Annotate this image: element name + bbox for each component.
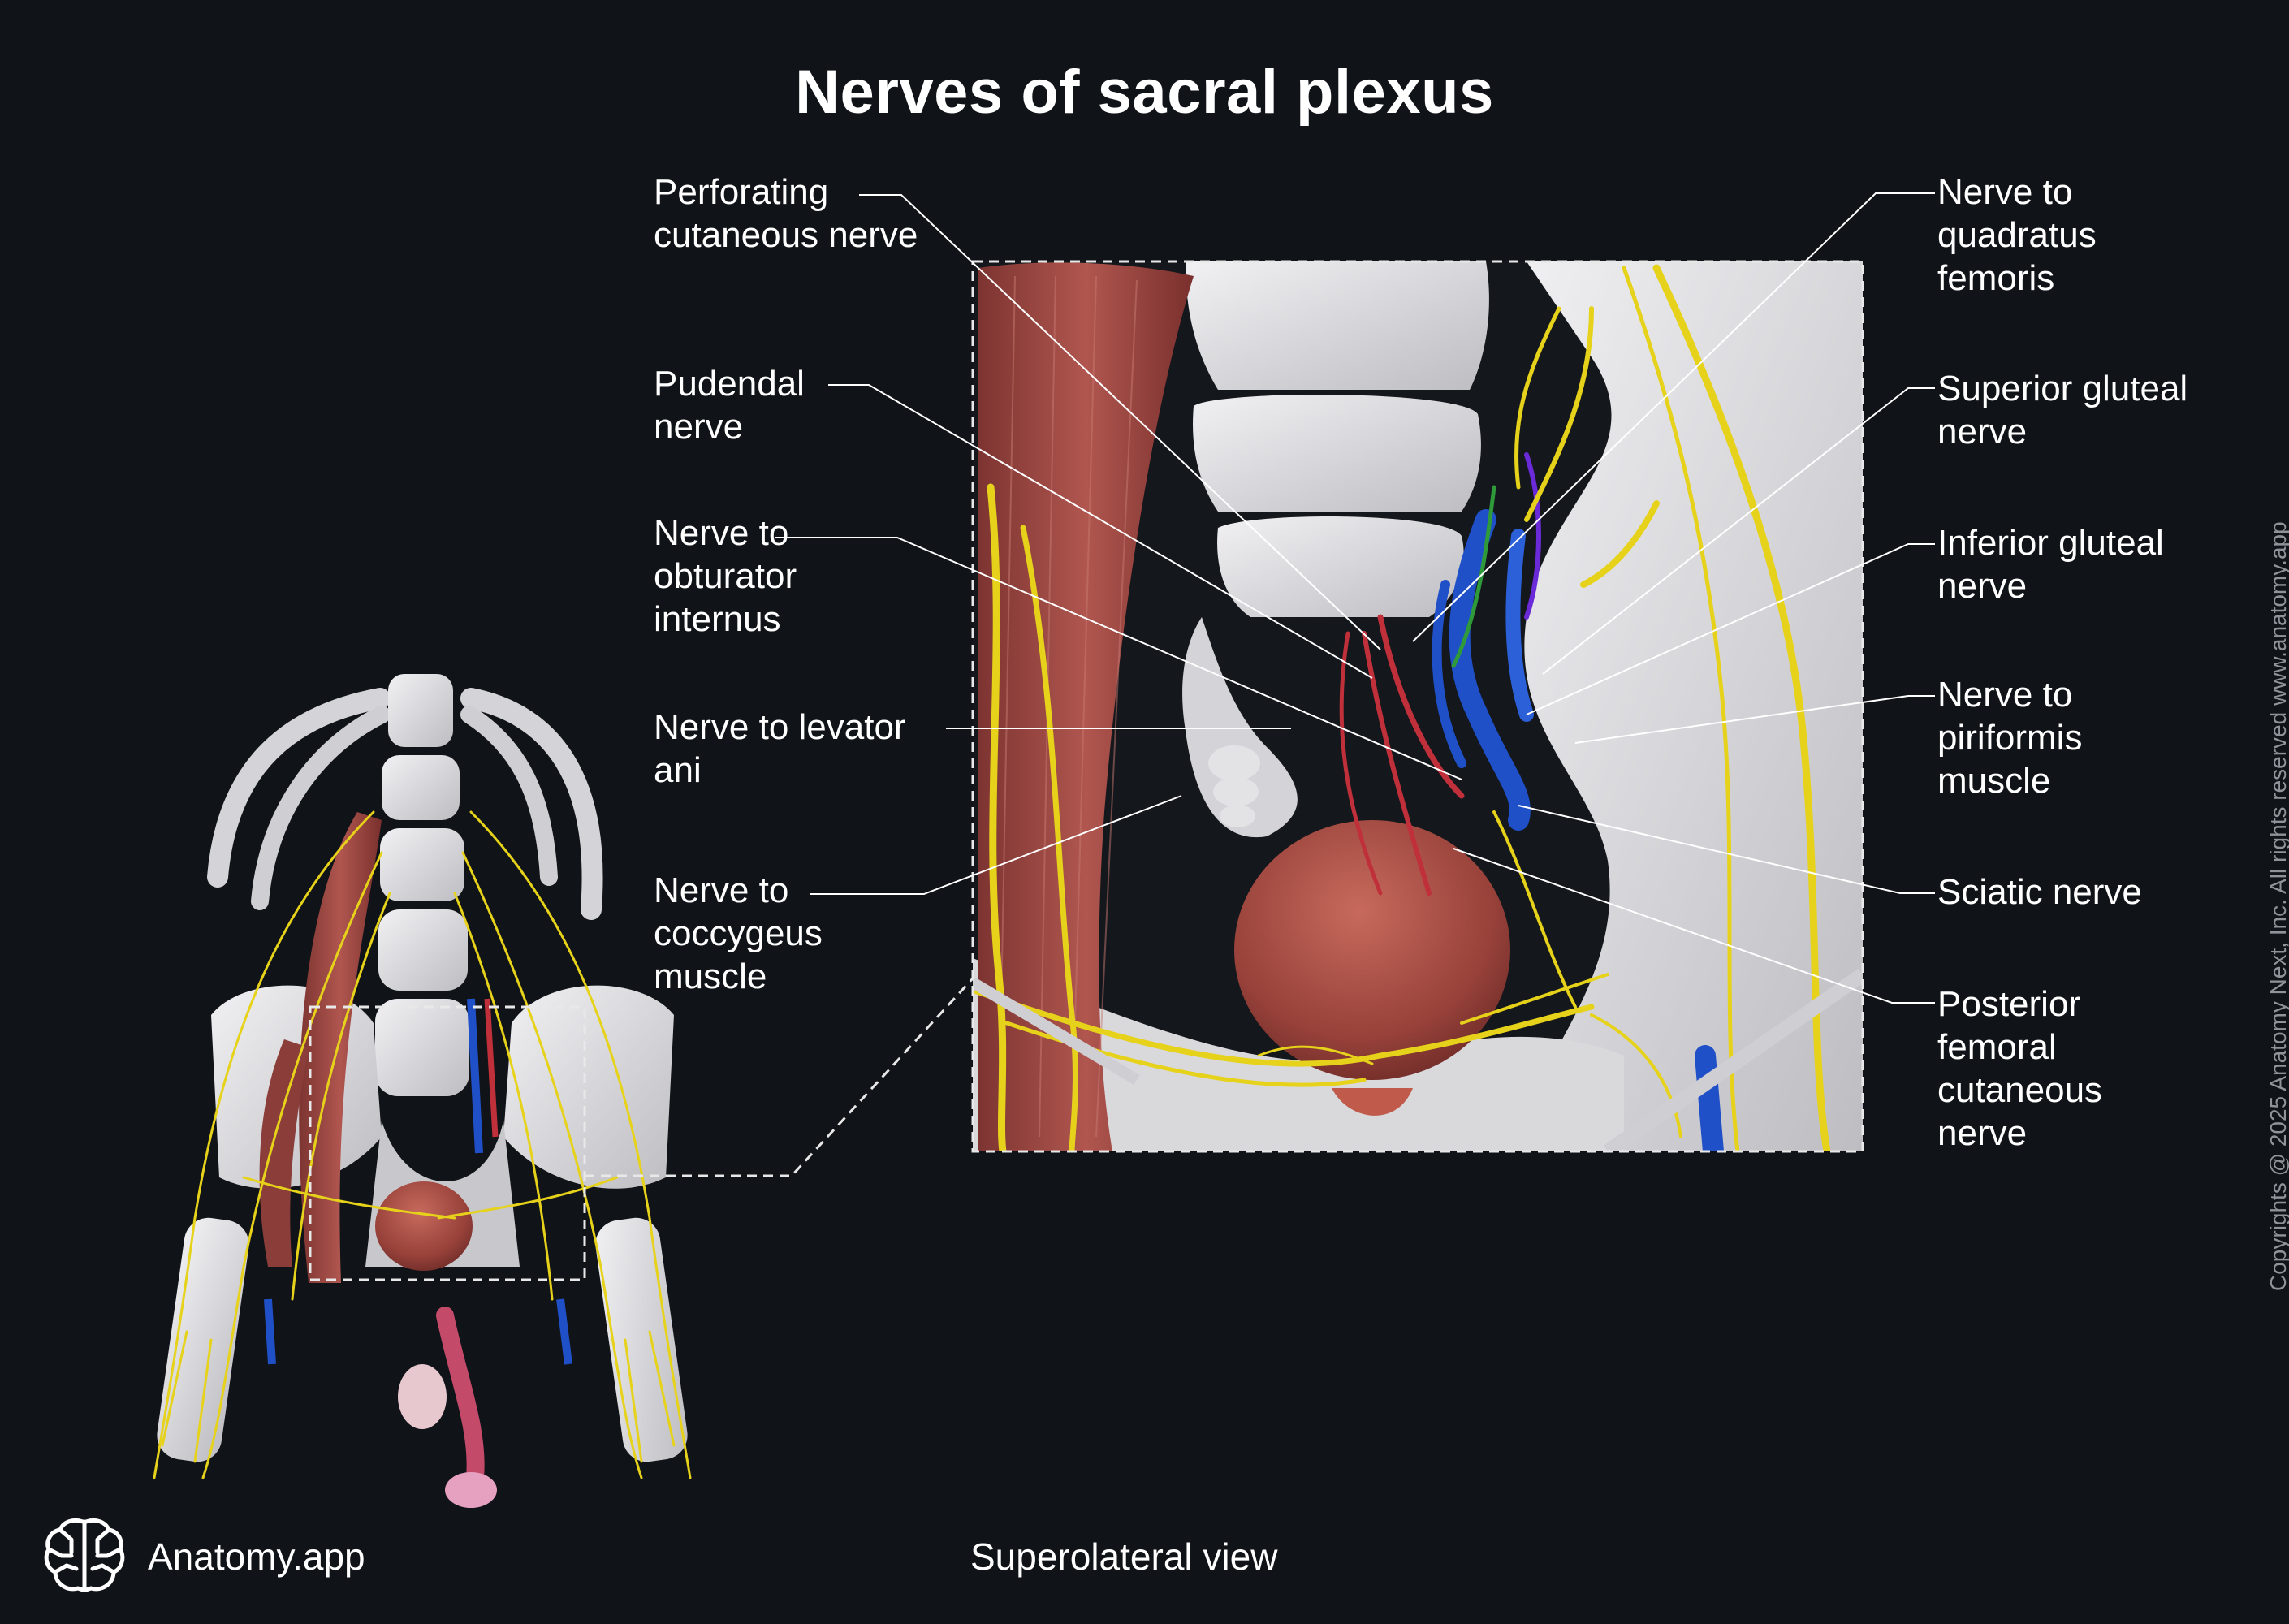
copyright-notice: Copyrights @ 2025 Anatomy Next, Inc. All… [2265,521,2289,1291]
detail-inset-border [971,260,1864,1153]
label-superior-gluteal-nerve: Superior gluteal nerve [1937,369,2188,451]
zoom-connector-line [585,977,974,1177]
zoom-region-box [309,1005,586,1281]
label-nerve-to-obturator-internus: Nerve to obturator internus [654,513,797,639]
label-nerve-to-coccygeus-muscle: Nerve to coccygeus muscle [654,870,823,996]
label-posterior-femoral-cutaneous-nerve: Posterior femoral cutaneous nerve [1937,984,2103,1153]
leader-lines [775,192,1935,1004]
overview-figure [153,674,692,1508]
label-sciatic-nerve: Sciatic nerve [1937,872,2142,912]
label-perforating-cutaneous-nerve: Perforating cutaneous nerve [654,172,918,255]
label-inferior-gluteal-nerve: Inferior gluteal nerve [1937,523,2164,606]
detail-inset [971,260,1864,1153]
page-title: Nerves of sacral plexus [795,58,1494,127]
label-pudendal-nerve: Pudendal nerve [654,364,805,447]
brand-name: Anatomy.app [148,1535,365,1578]
brain-icon [44,1518,125,1592]
label-nerve-to-levator-ani: Nerve to levator ani [654,707,906,790]
view-caption: Superolateral view [970,1535,1278,1578]
label-nerve-to-quadratus-femoris: Nerve to quadratus femoris [1937,172,2097,298]
label-nerve-to-piriformis-muscle: Nerve to piriformis muscle [1937,675,2083,801]
